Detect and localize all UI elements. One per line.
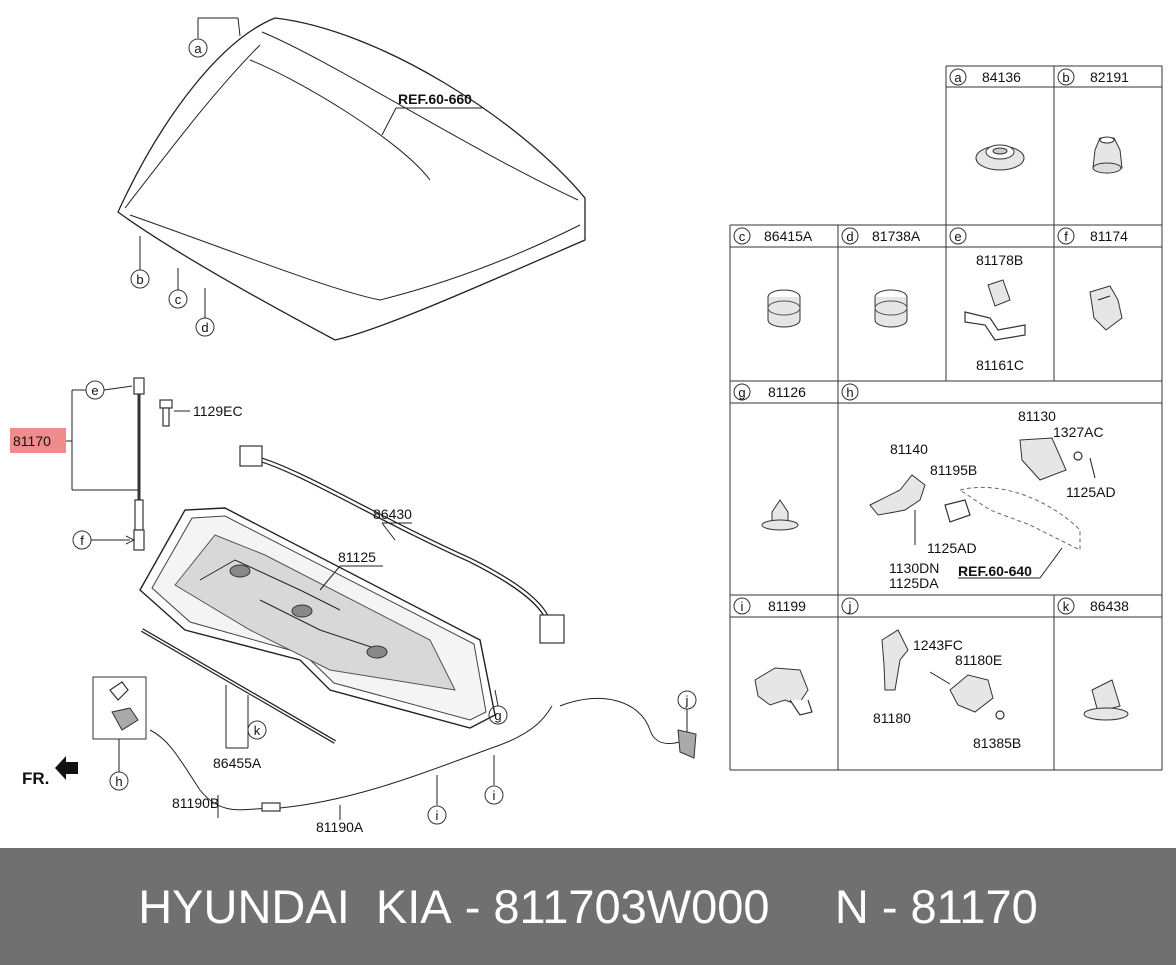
bracket-81161c [964, 279, 1026, 341]
table-part-i: 81199 [768, 598, 806, 614]
part-81170-label: 81170 [13, 433, 51, 449]
gas-strut [133, 377, 145, 551]
table-part-h-1130dn: 1130DN [889, 560, 939, 576]
table-letter-j: j [848, 599, 852, 614]
front-arrow-icon [55, 756, 78, 780]
table-part-c: 86415A [764, 228, 813, 244]
grommet-84136 [975, 144, 1025, 171]
footer-part-number: 811703W000 [493, 880, 770, 933]
highlight-box [10, 428, 66, 453]
hood-insulator [139, 507, 496, 729]
bolt-1129ec [159, 399, 173, 427]
table-letter-k: k [1063, 599, 1070, 614]
release-cable [149, 698, 697, 812]
plug-86415a [767, 289, 801, 328]
hood-parts-diagram: REF.60-660 a b c d 81170 e f 1129EC [10, 17, 1163, 835]
table-part-f: 81174 [1090, 228, 1128, 244]
bumper-82191 [1092, 136, 1123, 174]
table-part-e-2: 81161C [976, 357, 1024, 373]
lever-81199 [754, 667, 813, 716]
hood-seal-86430 [239, 445, 565, 644]
plug-81738a [874, 289, 908, 328]
front-direction-label: FR. [22, 769, 49, 788]
callout-h: h [115, 774, 122, 789]
table-letter-d: d [846, 229, 853, 244]
table-part-b: 82191 [1090, 69, 1129, 85]
latch-ref-label: REF.60-640 [958, 563, 1032, 579]
callout-1129ec: 1129EC [193, 403, 243, 419]
hood-panel [117, 17, 586, 341]
table-part-g: 81126 [768, 384, 806, 400]
table-letter-f: f [1064, 229, 1068, 244]
release-handle [881, 629, 1005, 720]
table-letter-b: b [1062, 70, 1069, 85]
table-letter-g: g [738, 385, 745, 400]
table-part-j-1243fc: 1243FC [913, 637, 963, 653]
footer-sep-1: - [451, 880, 494, 933]
callout-c: c [175, 292, 182, 307]
callout-b: b [136, 272, 143, 287]
table-part-e-1: 81178B [976, 252, 1023, 268]
callout-j: j [685, 693, 689, 708]
callout-81190b: 81190B [172, 795, 219, 811]
callout-f: f [80, 533, 84, 548]
push-pin-81126 [761, 499, 799, 531]
parts-table [729, 65, 1163, 771]
table-part-h-81140: 81140 [890, 441, 928, 457]
table-part-j-81180: 81180 [873, 710, 911, 726]
callout-d: d [201, 320, 208, 335]
table-part-d: 81738A [872, 228, 921, 244]
table-letter-c: c [739, 229, 746, 244]
callout-81190a: 81190A [316, 819, 364, 835]
callout-e: e [91, 383, 98, 398]
callout-86455a: 86455A [213, 755, 262, 771]
table-part-h-81130: 81130 [1018, 408, 1056, 424]
table-part-h-1327ac: 1327AC [1053, 424, 1104, 440]
table-letter-i: i [741, 599, 744, 614]
callout-81125: 81125 [338, 549, 376, 565]
table-part-k: 86438 [1090, 598, 1129, 614]
table-part-h-1125ad-2: 1125AD [927, 540, 977, 556]
table-part-h-1125ad-1: 1125AD [1066, 484, 1116, 500]
clip-81174 [1089, 285, 1123, 331]
table-letter-a: a [954, 70, 962, 85]
latch-assembly [869, 437, 1096, 551]
footer-brand: HYUNDAI KIA [138, 880, 452, 933]
callout-86430: 86430 [373, 506, 412, 522]
table-part-j-81385b: 81385B [973, 735, 1021, 751]
footer-ref-number: 81170 [910, 880, 1038, 933]
table-part-j-81180e: 81180E [955, 652, 1002, 668]
table-part-a: 84136 [982, 69, 1021, 85]
footer-sep-2: N - [769, 880, 911, 933]
callout-a: a [194, 41, 202, 56]
clip-86438 [1083, 679, 1129, 721]
table-letter-h: h [846, 385, 853, 400]
callout-i-2: i [493, 788, 496, 803]
table-part-h-81195b: 81195B [930, 462, 977, 478]
table-part-h-1125da: 1125DA [889, 575, 939, 591]
callout-k: k [254, 723, 261, 738]
hood-ref-label: REF.60-660 [398, 91, 472, 107]
table-letter-e: e [954, 229, 961, 244]
callout-i-1: i [436, 808, 439, 823]
callout-g: g [494, 708, 501, 723]
part-number-footer: HYUNDAI KIA - 811703W000 N - 81170 [0, 848, 1176, 965]
